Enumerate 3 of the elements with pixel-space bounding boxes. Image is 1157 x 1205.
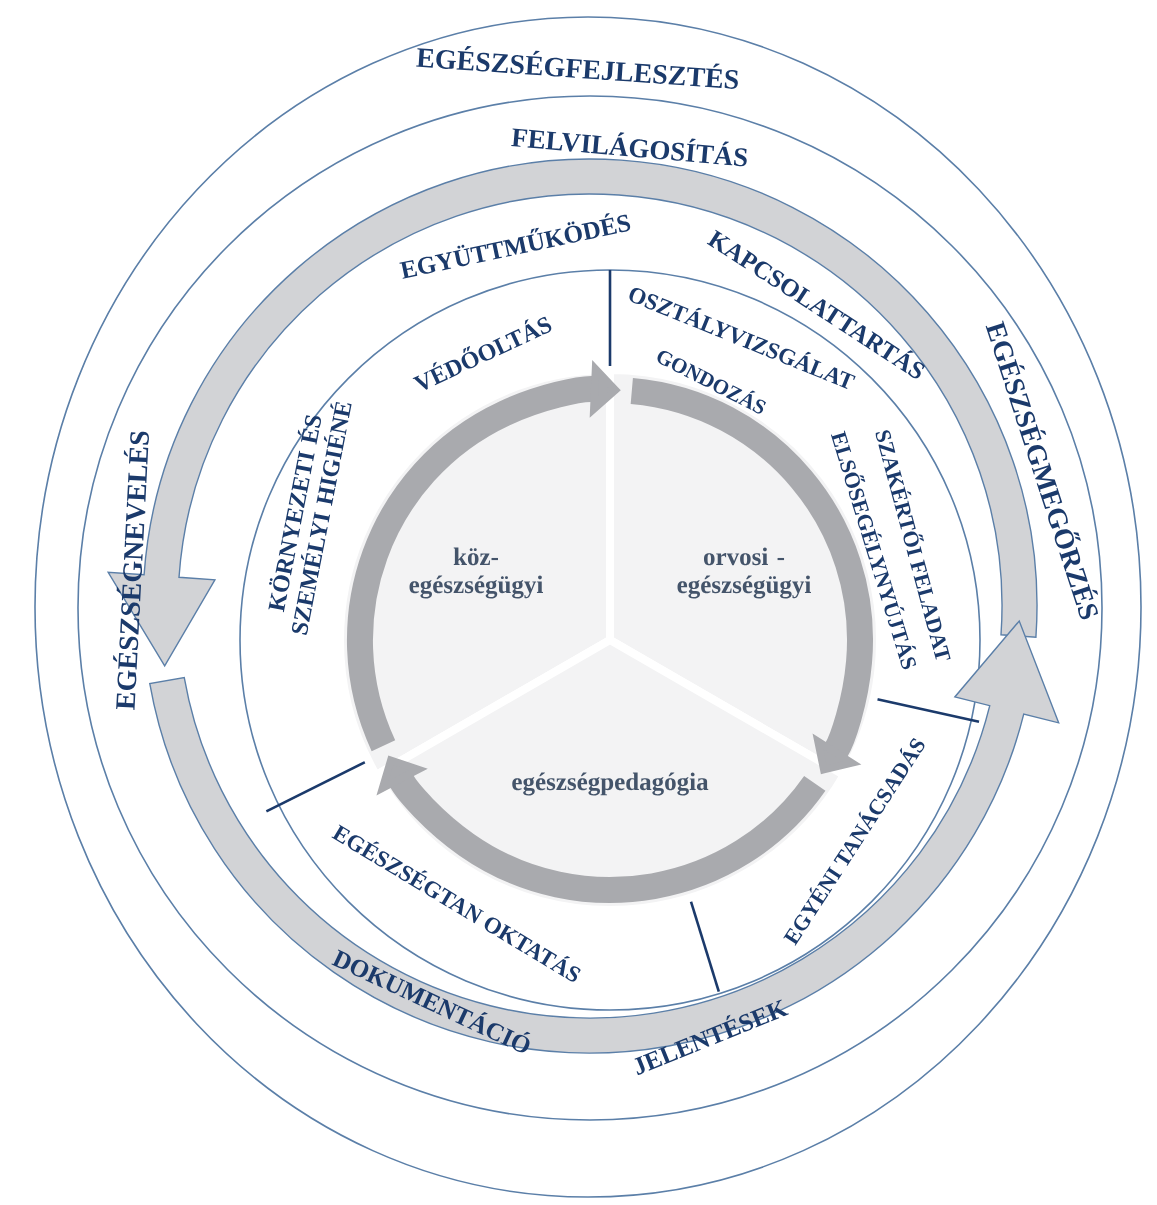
ring-label: FELVILÁGOSÍTÁS [511, 128, 747, 167]
ring-label: EGÉSZSÉGNEVELÉS [113, 431, 149, 710]
ring-label: EGÉSZSÉGFEJLESZTÉS [416, 46, 738, 89]
